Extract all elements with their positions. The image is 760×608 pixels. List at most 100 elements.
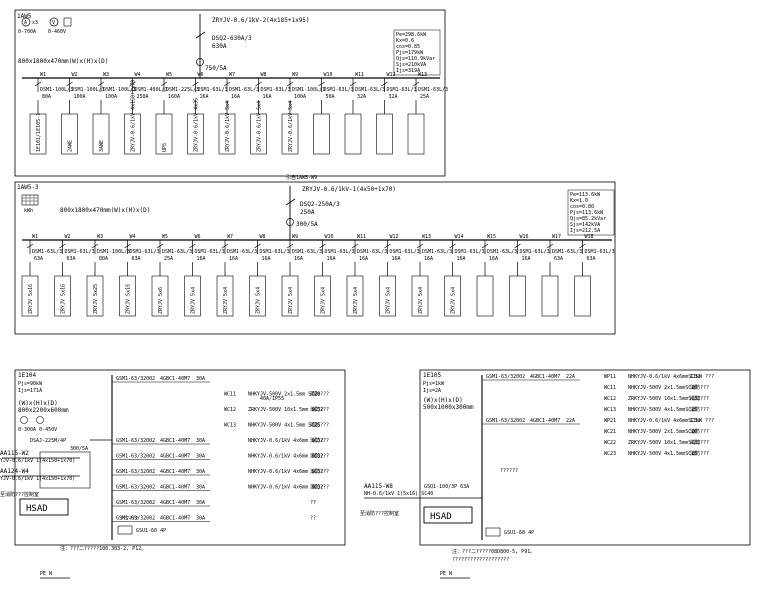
load-box [249, 275, 266, 317]
box-4-src: AA115-W8 [364, 483, 393, 490]
hsad-note: 至消防???控制室 [0, 491, 39, 498]
load-cable: ZRYJV 5x4 [451, 287, 457, 314]
branch-cable: NHKYJV-0.6/1kV 4x6mm SC32 [248, 469, 323, 475]
panel-1-main-breaker: DSQ2-630A/3 [212, 35, 252, 42]
feeder-no: W14 [455, 234, 464, 240]
box-3-frame [14, 369, 346, 546]
panel-2-ct: 300/5A [296, 221, 318, 228]
box-4-main: GSQ1-100/3P 63A [424, 484, 469, 490]
breaker-symbol [349, 81, 357, 87]
calc-line: Pjs=179kW [396, 50, 424, 56]
box-4-hsad-box [423, 506, 473, 524]
box-4-footnote-2: ??????????????????? [452, 557, 509, 563]
breaker-type: DSM1-63L/3 [520, 249, 550, 255]
breaker-amp: 25A [164, 256, 173, 262]
breaker-amp: 16A [231, 94, 240, 100]
panel-2-feed-cable: ZRYJV-0.6/1kV-1(4x50+1x70) [302, 186, 396, 193]
box-1e105: 1E105 Pjs=1kW Ijs=2A (W)x(H)x(D) 500x100… [360, 369, 751, 579]
breaker-type: DSM1-100L/3 [292, 87, 325, 93]
load-box [86, 275, 104, 317]
branch-no: WC11 [604, 385, 616, 391]
branch-breaker: GSM1-63/32002 [116, 454, 155, 460]
breaker-type: DSM1-63L/3 [229, 87, 259, 93]
panel-1-calc: Pe=298.6kWKx=0.6cos=0.85Pjs=179kWQjs=110… [393, 29, 441, 76]
load-cable: ZRYJV 5x4 [288, 287, 294, 314]
branch-cable: NHKYJV-500V 4x1.5mmSC25 [628, 451, 697, 457]
panel-2-main-breaker: DSQ2-250A/3 [300, 201, 340, 208]
load-cable: ZRYJV 5x25 [93, 284, 99, 314]
kwh-meter-icon [21, 194, 39, 206]
breaker-symbol [546, 243, 554, 249]
branch-cable: NHKYJV-0.6/1kV 4x6mm SC32 [248, 438, 323, 444]
breaker-symbol [192, 81, 199, 87]
branch-cable: ZRKYJV-500V 10x1.5mmSC32 [628, 396, 700, 402]
branch-no: WC23 [604, 451, 616, 457]
breaker-amp: 16A [262, 256, 271, 262]
voltmeter-icon [49, 17, 59, 27]
box-3-meters: 0-300A 0-450V [18, 427, 57, 433]
breaker-amp: 16A [457, 256, 466, 262]
panel-2-ct-symbol [286, 218, 294, 226]
box-4-src-cable: NH-0.6/1kV 1(5x16) SC40 [364, 491, 433, 497]
breaker-type: DSM1-63L/3 [487, 249, 517, 255]
breaker-type: DSM1-63L/3 [418, 87, 448, 93]
calc-line: Pe=113.6kW [570, 192, 601, 198]
branch-use: 消防??? [310, 453, 329, 460]
breaker-amp: 100A [294, 94, 306, 100]
breaker-type: DSM1-63L/3 [585, 249, 615, 255]
load-box [218, 113, 236, 155]
feeder-no: W2 [65, 234, 71, 240]
branch-amp: 30A [196, 516, 205, 522]
breaker-amp: 50A [326, 94, 335, 100]
box-3-id: 1E104 [18, 372, 36, 379]
breaker-symbol [97, 81, 105, 87]
box-1e104: 1E104 Pjs=90kW Ijs=171A (W)x(H)x(D) 800x… [0, 369, 346, 579]
breaker-symbol [351, 243, 359, 249]
box-4-hsad-label: HSAD [430, 512, 452, 522]
voltmeter-label: V [52, 20, 55, 26]
panel-1-ct-symbol [196, 58, 204, 66]
branch-use: 消防??? [690, 406, 709, 413]
breaker-amp: 63A [67, 256, 76, 262]
load-box [124, 113, 141, 155]
box-3-spd: GSU1-60 4P [136, 528, 166, 534]
load-box [281, 113, 299, 155]
branch-no: WC22 [604, 440, 616, 446]
calc-frame [393, 29, 441, 76]
breaker-symbol [91, 243, 99, 249]
breaker-symbol [319, 243, 326, 249]
breaker-symbol [255, 81, 262, 87]
panel-2-id: 1AW5-3 [17, 184, 39, 191]
load-cable: ZRYJV-0.6/1kV 5x4 [288, 101, 294, 152]
breaker-symbol [221, 243, 229, 249]
breaker-type: DSM1-63L/3 [455, 249, 485, 255]
feeder-no: W9 [292, 234, 298, 240]
ammeter-count: x3 [32, 20, 38, 26]
load-cable: ZRYJV-0.6/1kV 4x150+1x70 [131, 80, 137, 152]
panel-1aw5-3: 1AW5-3 ZRYJV-0.6/1kV-1(4x50+1x70) DSQ2-2… [14, 181, 616, 335]
feeder-no: W8 [261, 72, 267, 78]
branch-no: WC12 [604, 396, 616, 402]
box-3-size-label: (W)x(H)x(D) [18, 400, 58, 407]
breaker-symbol [449, 243, 456, 249]
calc-line: Sjs=210kVA [396, 62, 426, 68]
branch-cable: NHKYJV-500V 2x1.5mmSC20 [628, 429, 697, 435]
load-box [92, 113, 110, 155]
branch-no: WC13 [604, 407, 616, 413]
branch-use: 消防??? [310, 468, 329, 475]
link-label: 引自1AW5-W9 [286, 174, 317, 181]
panel-1-frame [14, 9, 446, 177]
branch-cable: NHKYJV-0.6/1kV 4x6mm SC32 [248, 454, 323, 460]
box-4-spd-icon [485, 527, 501, 537]
